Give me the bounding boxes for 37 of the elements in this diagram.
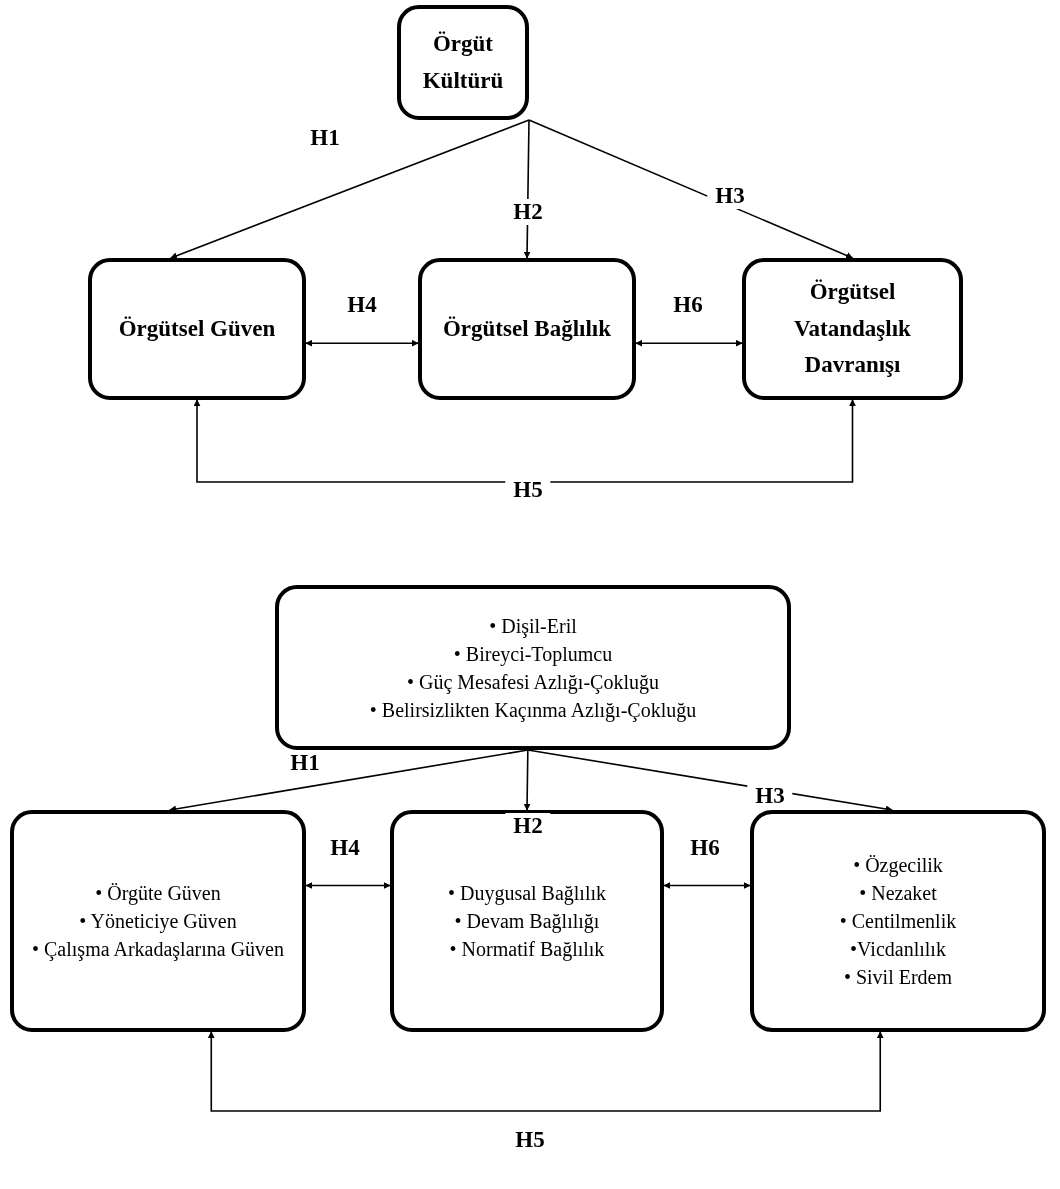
arrow: [207, 1031, 884, 1112]
rounded-box: [390, 810, 664, 1032]
rounded-box: [750, 810, 1046, 1032]
node-text: • Belirsizlikten Kaçınma Azlığı-Çokluğu: [369, 697, 697, 724]
node-text: • Normatif Bağlılık: [449, 937, 605, 963]
rounded-box: [10, 810, 306, 1032]
arrow: [170, 119, 530, 259]
arrow: [193, 399, 856, 483]
node-text: • Dişil-Eril: [489, 613, 577, 640]
arrow: [305, 882, 391, 889]
node-text: • Güç Mesafesi Azlığı-Çokluğu: [407, 669, 659, 696]
arrow: [305, 339, 419, 347]
node-text: • Sivil Erdem: [843, 965, 953, 990]
rounded-box: [418, 258, 636, 400]
node-text: •Vicdanlılık: [850, 937, 946, 962]
node-text: Örgütsel Bağlılık: [442, 314, 611, 343]
arrow: [528, 119, 854, 259]
node-text: Örgütsel Güven: [118, 314, 276, 343]
node-text: • Nezaket: [859, 881, 937, 906]
node-text: • Çalışma Arkadaşlarına Güven: [32, 937, 284, 963]
arrow: [663, 882, 751, 889]
rounded-box: [742, 258, 963, 400]
arrow: [169, 749, 529, 813]
node-text: • Devam Bağlılığı: [454, 909, 600, 935]
arrow: [523, 749, 531, 811]
node-text: • Centilmenlik: [839, 909, 957, 934]
node-text: Örgüt Kültürü: [421, 29, 505, 95]
rounded-box: [88, 258, 306, 400]
rounded-box: [275, 585, 791, 750]
node-text: • Bireyci-Toplumcu: [453, 641, 613, 668]
node-text: • Duygusal Bağlılık: [447, 881, 607, 907]
arrow: [635, 339, 743, 347]
node-text: • Özgecilik: [853, 853, 943, 879]
node-text: Örgütsel Vatandaşlık Davranışı: [793, 277, 912, 380]
node-text: • Yöneticiye Güven: [79, 909, 237, 935]
rounded-box: [397, 5, 529, 120]
node-text: • Örgüte Güven: [95, 881, 221, 907]
